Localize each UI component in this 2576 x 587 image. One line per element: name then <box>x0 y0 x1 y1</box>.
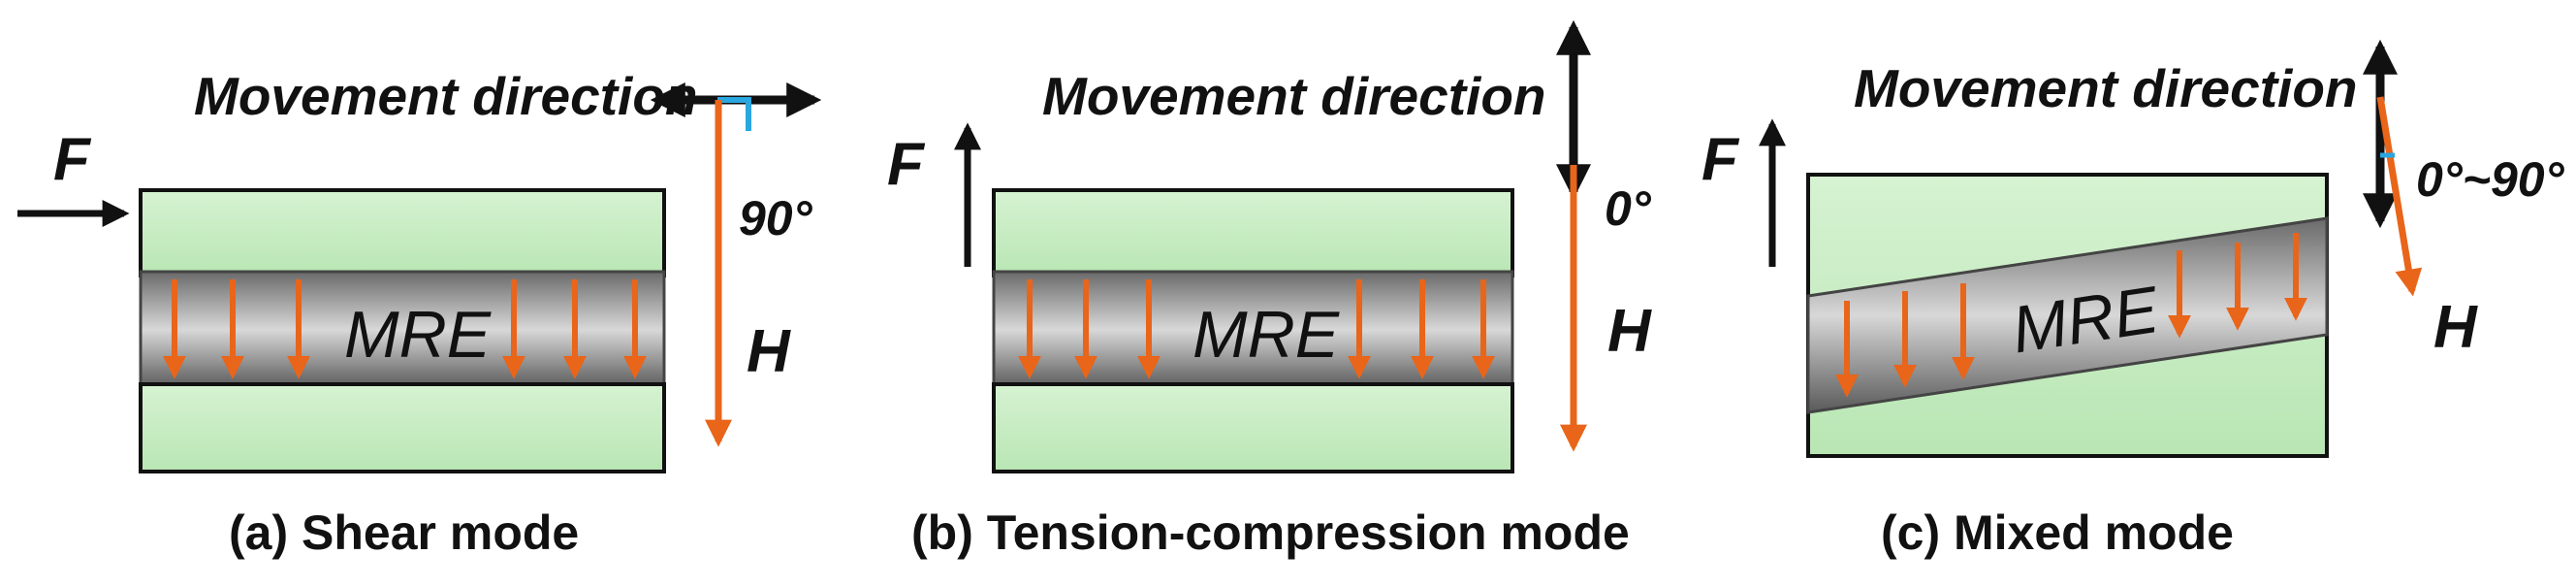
field-arrows-in-mre <box>163 279 647 379</box>
field-arrows-in-mre <box>1018 279 1495 379</box>
field-label-h: H <box>747 318 791 385</box>
bottom-plate <box>139 382 666 473</box>
movement-direction-label: Movement direction <box>194 66 698 126</box>
caption: (b) Tension-compression mode <box>911 505 1630 560</box>
field-arrow-h <box>2376 96 2423 297</box>
force-label-f: F <box>1701 126 1740 193</box>
top-plate <box>139 188 666 277</box>
mre-label: MRE <box>344 298 492 372</box>
right-angle-marker <box>717 97 751 131</box>
field-arrows-in-mre <box>1835 233 2307 398</box>
panel-c-mixed: Movement direction 0°~90° H F MRE (c) Mi… <box>1701 39 2565 560</box>
angle-label: 0° <box>1605 181 1652 236</box>
angle-label: 90° <box>739 191 813 245</box>
top-plate <box>992 188 1514 277</box>
caption: (a) Shear mode <box>229 505 579 560</box>
mre-label: MRE <box>1193 298 1340 372</box>
bottom-plate <box>992 382 1514 473</box>
angle-label: 0°~90° <box>2416 152 2565 207</box>
mre-layer <box>1806 216 2329 414</box>
field-label-h: H <box>1607 298 1652 365</box>
caption: (c) Mixed mode <box>1881 505 2234 560</box>
movement-direction-label: Movement direction <box>1854 58 2358 118</box>
panel-b-tension-compression: Movement direction 0° H F MRE (b) Tensio… <box>887 19 1652 560</box>
field-label-h: H <box>2433 294 2478 361</box>
panel-a-shear: Movement direction 90° H F MRE (a) Shear… <box>17 66 822 560</box>
force-label-f: F <box>887 131 926 198</box>
movement-direction-label: Movement direction <box>1042 66 1546 126</box>
force-label-f: F <box>53 126 92 193</box>
